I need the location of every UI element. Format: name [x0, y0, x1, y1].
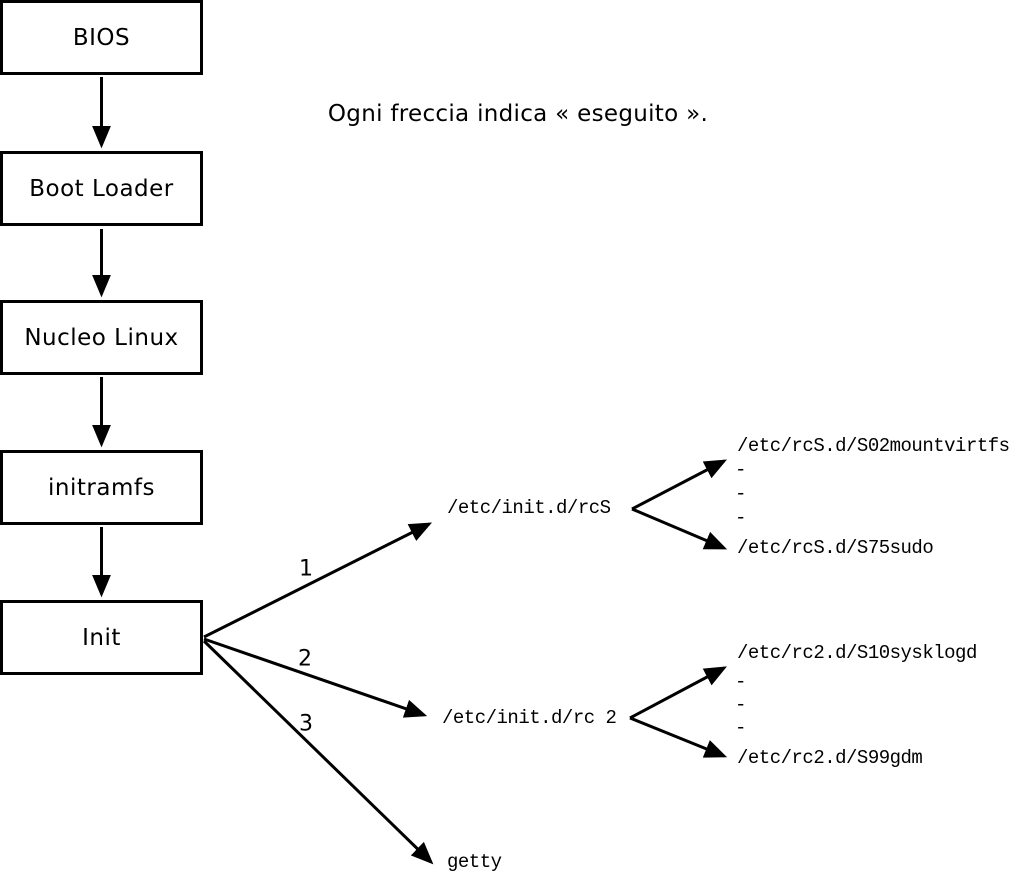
node-boot-loader: Boot Loader [0, 151, 203, 226]
rcs-item-dash-3: - [735, 507, 746, 529]
arrow-init-to-rcs [203, 522, 433, 639]
rc2-item-dash-1: - [735, 671, 746, 693]
branch-label-2: 2 [298, 646, 312, 672]
node-nucleo-linux-label: Nucleo Linux [24, 324, 179, 351]
node-bios-label: BIOS [72, 24, 131, 51]
arrow-init-to-rc2 [203, 637, 428, 718]
node-nucleo-linux: Nucleo Linux [0, 300, 203, 375]
node-initramfs-label: initramfs [48, 474, 155, 501]
rc2-script-path: /etc/init.d/rc 2 [442, 707, 617, 729]
rc2-item-s10sysklogd: /etc/rc2.d/S10sysklogd [737, 642, 977, 664]
rc2-item-s99gdm: /etc/rc2.d/S99gdm [737, 747, 923, 769]
rcs-item-s75sudo: /etc/rcS.d/S75sudo [737, 537, 934, 559]
node-init: Init [0, 600, 203, 675]
arrow-init-to-getty [202, 639, 434, 865]
rc2-item-dash-2: - [735, 694, 746, 716]
node-initramfs: initramfs [0, 450, 203, 525]
diagram-caption: Ogni freccia indica « eseguito ». [327, 101, 709, 127]
node-bios: BIOS [0, 0, 203, 75]
rcs-item-dash-2: - [735, 483, 746, 505]
arrow-rcs-to-s75sudo [631, 507, 728, 550]
branch-label-1: 1 [299, 556, 313, 582]
arrow-rc2-to-s10sysklogd [629, 666, 727, 720]
rc2-item-dash-3: - [735, 717, 746, 739]
rcs-script-path: /etc/init.d/rcS [447, 497, 611, 519]
getty-label: getty [447, 851, 502, 873]
arrow-rc2-to-s99gdm [629, 716, 728, 758]
rcs-item-dash-1: - [735, 459, 746, 481]
branch-label-3: 3 [299, 711, 313, 737]
node-boot-loader-label: Boot Loader [29, 175, 174, 202]
arrow-rcs-to-s02mountvirtfs [631, 459, 727, 511]
node-init-label: Init [82, 624, 121, 651]
rcs-item-s02mountvirtfs: /etc/rcS.d/S02mountvirtfs [737, 435, 1010, 457]
